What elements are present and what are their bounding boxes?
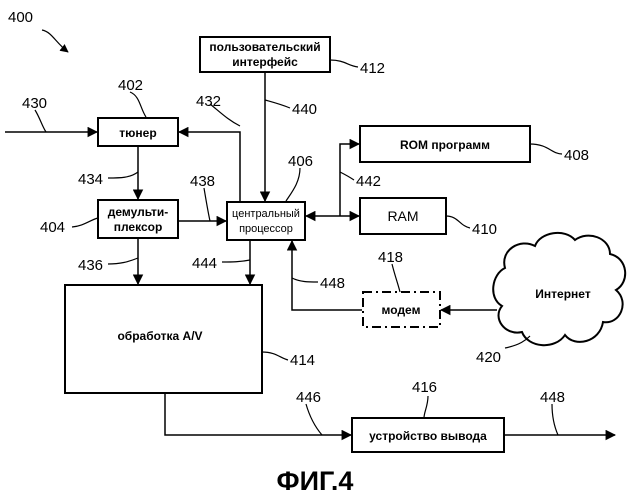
leader-448a [292, 278, 318, 282]
ref-404: 404 [40, 219, 65, 236]
rom-block: ROM программ [360, 126, 530, 162]
demux-block: демульти- плексор [98, 200, 178, 238]
leader-410 [446, 216, 470, 228]
av-output-arrow [165, 394, 351, 435]
ref-444: 444 [192, 255, 217, 272]
leader-402 [130, 92, 146, 117]
modem-label: модем [382, 303, 421, 317]
av-label: обработка A/V [117, 329, 202, 343]
ref-412: 412 [360, 60, 385, 77]
ref-440: 440 [292, 101, 317, 118]
leader-416 [424, 396, 428, 418]
leader-442 [340, 172, 354, 180]
av-block: обработка A/V [65, 285, 262, 393]
ref-436: 436 [78, 257, 103, 274]
ui-block: пользовательский интерфейс [200, 37, 330, 72]
ref-406: 406 [288, 153, 313, 170]
leader-446 [306, 404, 322, 435]
output-block: устройство вывода [352, 418, 504, 452]
ram-block: RAM [360, 198, 446, 234]
leader-444 [222, 260, 250, 262]
ref-414: 414 [290, 352, 315, 369]
leader-418 [392, 264, 400, 292]
cpu-tuner-arrow [179, 132, 240, 201]
ref-402: 402 [118, 77, 143, 94]
leader-448b [552, 404, 558, 435]
leader-406 [286, 168, 300, 201]
rom-label: ROM программ [400, 138, 490, 152]
leader-430 [35, 110, 46, 132]
internet-cloud: Интернет [493, 233, 625, 345]
leader-404 [72, 218, 98, 227]
ref-434: 434 [78, 171, 103, 188]
ram-label: RAM [387, 208, 418, 224]
leader-438 [204, 188, 210, 221]
tuner-block: тюнер [98, 118, 178, 146]
ref-430: 430 [22, 95, 47, 112]
tuner-label: тюнер [119, 126, 156, 140]
figure-label: ФИГ.4 [277, 466, 354, 496]
cpu-block: центральный процессор [227, 202, 305, 240]
leader-440 [265, 100, 290, 108]
ref-442: 442 [356, 173, 381, 190]
ref-432: 432 [196, 93, 221, 110]
leader-408 [530, 144, 562, 154]
leader-400 [42, 30, 68, 52]
leader-434 [108, 172, 138, 178]
internet-label: Интернет [535, 287, 591, 301]
ref-408: 408 [564, 147, 589, 164]
ref-446: 446 [296, 389, 321, 406]
ref-400: 400 [8, 9, 33, 26]
ref-448-modem: 448 [320, 275, 345, 292]
ref-448-output: 448 [540, 389, 565, 406]
ref-438: 438 [190, 173, 215, 190]
leader-412 [330, 60, 358, 67]
ui-label-2: интерфейс [232, 55, 298, 69]
cpu-label-2: процессор [239, 223, 293, 235]
ref-416: 416 [412, 379, 437, 396]
leader-436 [108, 258, 138, 264]
ref-418: 418 [378, 249, 403, 266]
leader-414 [262, 352, 288, 360]
demux-label-1: демульти- [108, 205, 169, 219]
demux-label-2: плексор [114, 220, 163, 234]
ref-420: 420 [476, 349, 501, 366]
ref-410: 410 [472, 221, 497, 238]
output-label: устройство вывода [369, 429, 487, 443]
ui-label-1: пользовательский [209, 40, 320, 54]
modem-block: модем [363, 292, 440, 327]
cpu-label-1: центральный [232, 208, 300, 220]
